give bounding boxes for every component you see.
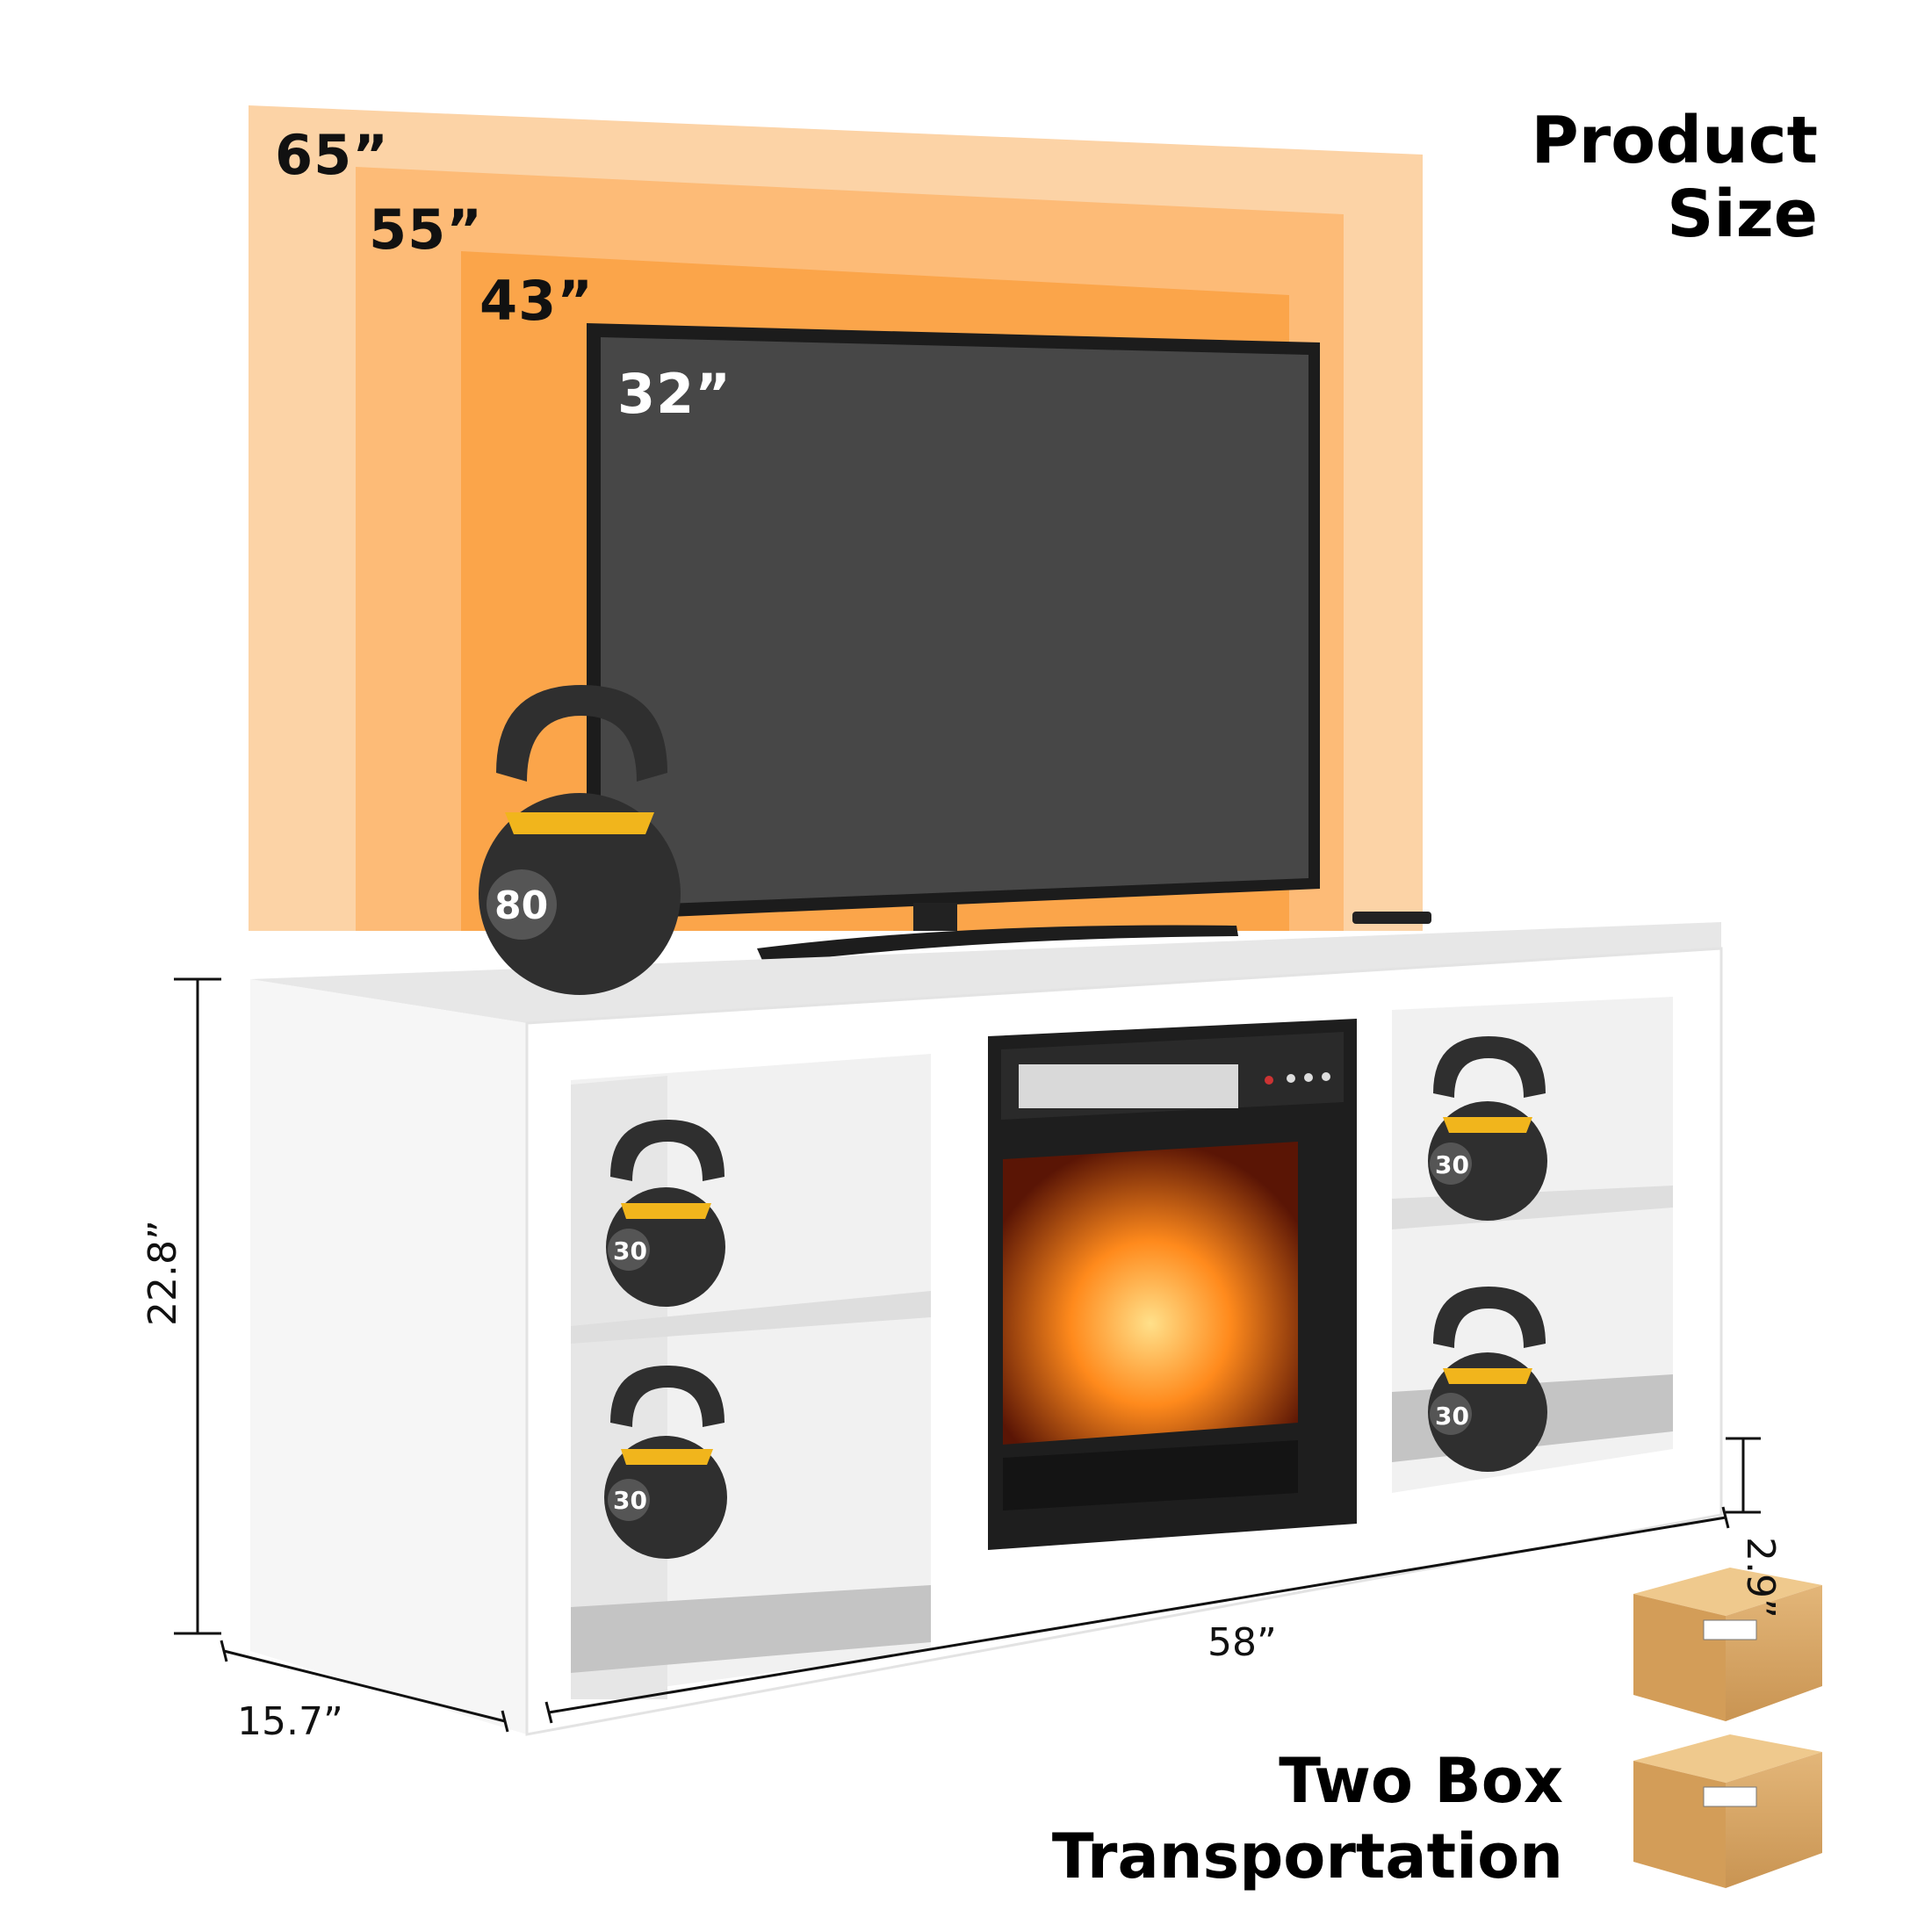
shipping-line-1: Two Box [1279,1745,1563,1817]
kettlebell-left-bottom-label: 30 [613,1486,647,1515]
power-strip [1352,912,1431,924]
kettlebell-80 [479,685,681,995]
heading-line-1: Product [1531,103,1818,178]
product-size-heading: Product Size [1532,104,1818,251]
dimension-lines [174,977,1761,1733]
kettlebell-left-top-label: 30 [613,1236,647,1265]
kettlebell-80-label: 80 [494,883,549,928]
leg-height-dimension-label: 2.9” [1738,1537,1783,1618]
shipping-text: Two Box Transportation [1052,1743,1563,1894]
kettlebell-left-bottom [604,1366,727,1559]
tv-size-label-43: 43” [479,269,595,333]
shipping-box-2 [1633,1734,1822,1888]
kettlebell-right-top-label: 30 [1435,1150,1469,1179]
television [587,323,1320,964]
height-dimension-label: 22.8” [141,1220,185,1326]
kettlebell-right-bottom [1428,1287,1547,1472]
kettlebell-right-top [1428,1036,1547,1221]
depth-dimension-label: 15.7” [237,1699,343,1744]
kettlebell-right-bottom-label: 30 [1435,1402,1469,1431]
tv-size-label-55: 55” [369,198,484,262]
width-dimension-label: 58” [1208,1620,1277,1665]
shipping-line-2: Transportation [1051,1820,1563,1892]
heading-line-2: Size [1667,177,1818,252]
tv-size-label-65: 65” [275,123,390,187]
tv-size-label-32: 32” [617,362,732,426]
shipping-box-1 [1633,1568,1822,1721]
kettlebell-left-top [606,1120,725,1307]
